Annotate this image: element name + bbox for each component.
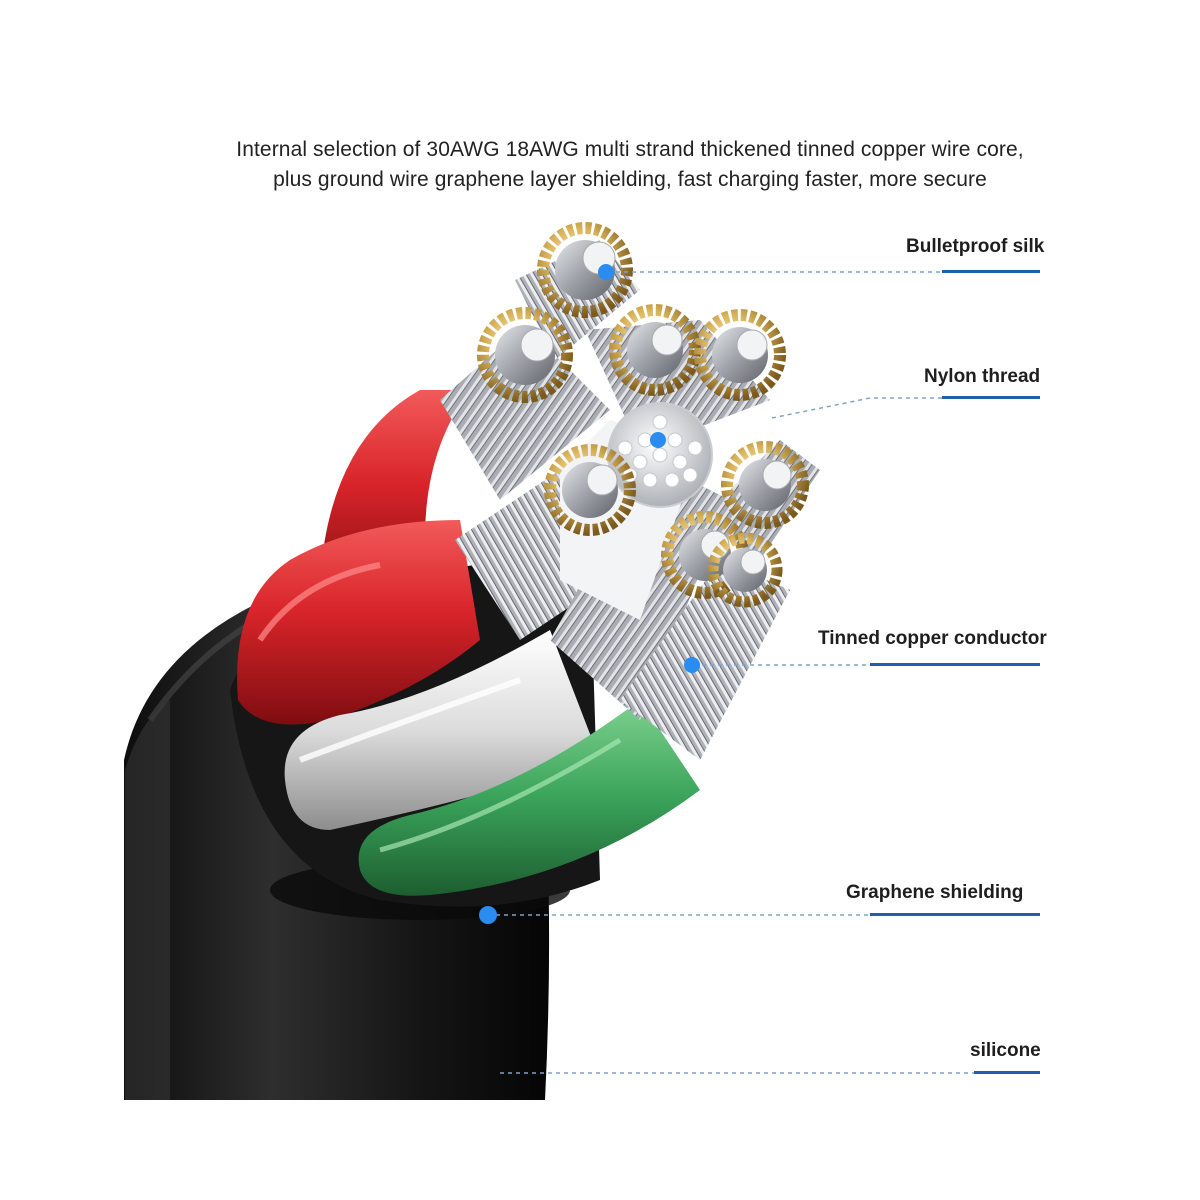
red-wire-group [237,390,480,725]
callout-bar-nylon-thread [942,396,1040,399]
marker-dot-graphene [479,906,497,924]
callout-bulletproof-silk: Bulletproof silk [906,236,1045,257]
marker-dot-tinned-copper [684,657,700,673]
headline-line-1: Internal selection of 30AWG 18AWG multi … [236,138,1024,161]
headline-line-2: plus ground wire graphene layer shieldin… [273,168,987,191]
callout-silicone: silicone [970,1040,1041,1061]
callout-bar-graphene-shielding [870,913,1040,916]
callout-nylon-thread: Nylon thread [924,366,1041,387]
marker-dots [479,264,700,924]
callout-graphene-shielding: Graphene shielding [846,882,1024,903]
callout-bar-silicone [974,1071,1040,1074]
callout-bar-bulletproof-silk [942,270,1040,273]
green-wire [358,700,700,896]
gold-shield-rings [477,222,809,608]
marker-dot-core [650,432,666,448]
marker-dot-bulletproof-silk [598,264,614,280]
callout-bar-tinned-copper-conductor [870,663,1040,666]
leader-line-nylon-thread [771,397,1040,419]
callout-tinned-copper-conductor: Tinned copper conductor [818,628,1047,649]
